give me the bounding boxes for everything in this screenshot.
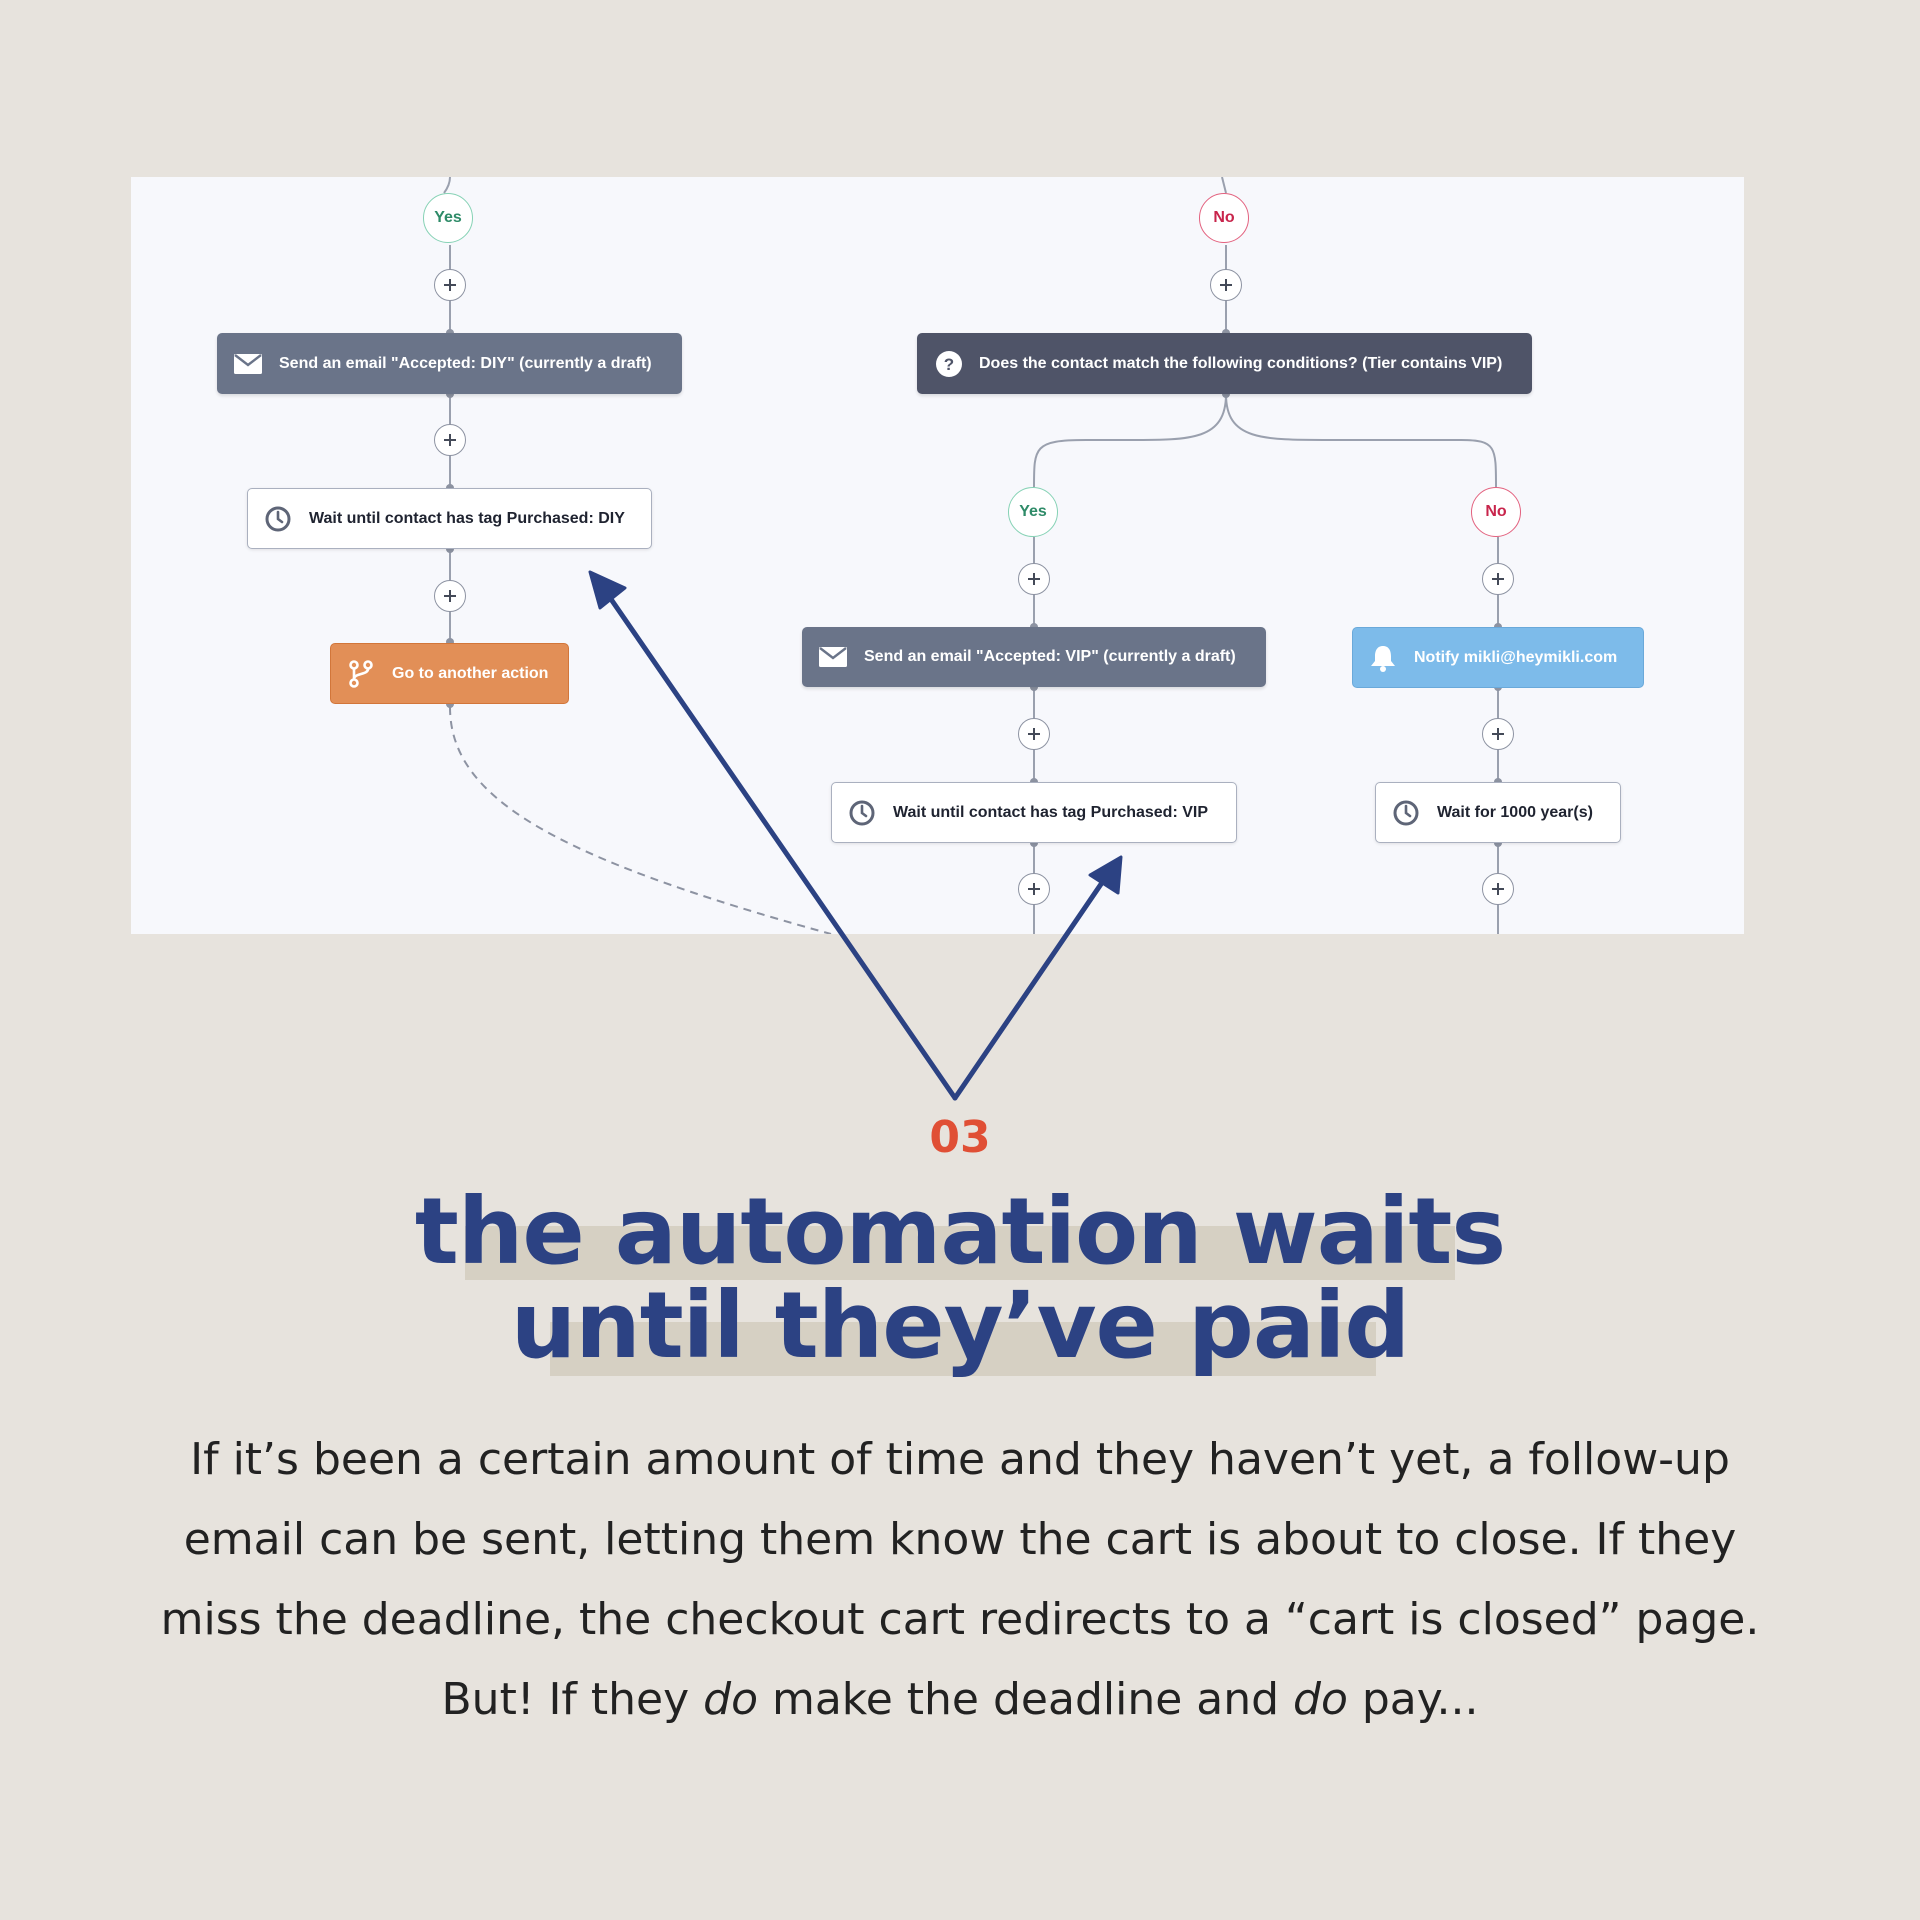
wait-node-label: Wait for 1000 year(s) xyxy=(1437,803,1593,821)
branch-icon xyxy=(347,659,375,688)
clock-icon xyxy=(264,505,292,533)
notify-node-label: Notify mikli@heymikli.com xyxy=(1414,648,1618,666)
branch-label: Yes xyxy=(1019,503,1047,520)
wait-node-label: Wait until contact has tag Purchased: DI… xyxy=(309,509,625,527)
wait-node-vip[interactable]: Wait until contact has tag Purchased: VI… xyxy=(831,782,1237,843)
plus-icon xyxy=(1220,279,1232,291)
wait-node-diy[interactable]: Wait until contact has tag Purchased: DI… xyxy=(247,488,652,549)
wait-node-1000-years[interactable]: Wait for 1000 year(s) xyxy=(1375,782,1621,843)
branch-yes-left[interactable]: Yes xyxy=(423,193,473,243)
clock-icon xyxy=(1392,799,1420,827)
envelope-icon xyxy=(818,647,847,667)
add-step-button[interactable] xyxy=(1482,563,1514,595)
notify-node[interactable]: Notify mikli@heymikli.com xyxy=(1352,627,1644,688)
headline-highlight xyxy=(550,1322,1376,1376)
plus-icon xyxy=(444,590,456,602)
goto-node-label: Go to another action xyxy=(392,664,549,682)
condition-node-label: Does the contact match the following con… xyxy=(979,354,1503,372)
plus-icon xyxy=(444,279,456,291)
add-step-button[interactable] xyxy=(434,580,466,612)
add-step-button[interactable] xyxy=(1018,563,1050,595)
step-number: 03 xyxy=(929,1112,991,1163)
condition-node[interactable]: ? Does the contact match the following c… xyxy=(917,333,1532,394)
emphasis-do: do xyxy=(703,1674,758,1725)
add-step-button[interactable] xyxy=(1482,873,1514,905)
plus-icon xyxy=(1028,573,1040,585)
emphasis-do: do xyxy=(1293,1674,1348,1725)
plus-icon xyxy=(1492,728,1504,740)
svg-text:?: ? xyxy=(944,355,954,374)
branch-no-right[interactable]: No xyxy=(1199,193,1249,243)
headline-line-1: the automation waits xyxy=(414,1178,1506,1285)
email-node-label: Send an email "Accepted: DIY" (currently… xyxy=(279,354,652,372)
email-node-label: Send an email "Accepted: VIP" (currently… xyxy=(864,648,1236,665)
envelope-icon xyxy=(233,353,262,374)
add-step-button[interactable] xyxy=(1018,718,1050,750)
email-node-vip[interactable]: Send an email "Accepted: VIP" (currently… xyxy=(802,627,1266,687)
wait-node-label: Wait until contact has tag Purchased: VI… xyxy=(893,803,1209,821)
clock-icon xyxy=(848,799,876,827)
bell-icon xyxy=(1369,644,1397,672)
headline-highlight xyxy=(465,1226,1455,1280)
add-step-button[interactable] xyxy=(1018,873,1050,905)
body-text-part: make the deadline and xyxy=(758,1674,1294,1725)
goto-action-node[interactable]: Go to another action xyxy=(330,643,569,704)
automation-canvas: Yes Send an email "Accepted: DIY" (curre… xyxy=(131,177,1744,934)
email-node-diy[interactable]: Send an email "Accepted: DIY" (currently… xyxy=(217,333,682,394)
plus-icon xyxy=(1492,883,1504,895)
branch-label: No xyxy=(1485,503,1507,520)
plus-icon xyxy=(1028,728,1040,740)
branch-label: No xyxy=(1213,209,1235,226)
branch-yes-vip[interactable]: Yes xyxy=(1008,487,1058,537)
branch-no-vip[interactable]: No xyxy=(1471,487,1521,537)
body-text-part: pay... xyxy=(1347,1674,1479,1725)
headline-line-2: until they’ve paid xyxy=(510,1272,1411,1379)
body-paragraph: If it’s been a certain amount of time an… xyxy=(160,1420,1760,1740)
body-text-part: If it’s been a certain amount of time an… xyxy=(160,1434,1760,1725)
plus-icon xyxy=(1492,573,1504,585)
add-step-button[interactable] xyxy=(1210,269,1242,301)
add-step-button[interactable] xyxy=(434,424,466,456)
add-step-button[interactable] xyxy=(434,269,466,301)
branch-label: Yes xyxy=(434,209,462,226)
question-icon: ? xyxy=(935,350,963,378)
plus-icon xyxy=(444,434,456,446)
add-step-button[interactable] xyxy=(1482,718,1514,750)
plus-icon xyxy=(1028,883,1040,895)
